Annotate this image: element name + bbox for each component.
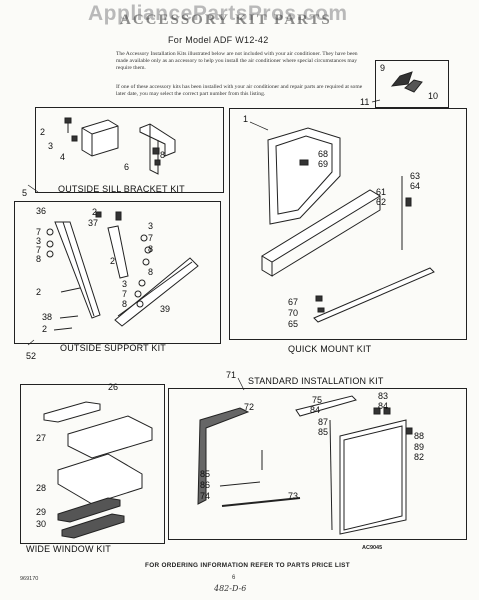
illustration-code: AC9045 — [362, 545, 383, 551]
part-number-26: 26 — [108, 382, 119, 392]
part-number-7: 7 — [36, 227, 42, 237]
part-number-85: 85 — [318, 427, 329, 437]
part-number-87: 87 — [318, 417, 329, 427]
part-number-3: 3 — [48, 141, 54, 151]
part-number-64: 64 — [410, 181, 421, 191]
part-number-10: 10 — [428, 91, 439, 101]
part-number-8: 8 — [122, 299, 128, 309]
part-number-7: 7 — [36, 245, 42, 255]
part-number-2: 2 — [40, 127, 46, 137]
part-number-30: 30 — [36, 519, 47, 529]
part-number-72: 72 — [244, 402, 255, 412]
part-number-36: 36 — [36, 206, 47, 216]
part-number-70: 70 — [288, 308, 299, 318]
part-number-2: 2 — [36, 287, 42, 297]
part-number-3: 3 — [36, 236, 42, 246]
part-number-11: 11 — [360, 97, 370, 107]
part-number-7: 7 — [148, 233, 154, 243]
kit-label-standard: STANDARD INSTALLATION KIT — [248, 376, 384, 386]
standard-kit-parts — [197, 395, 413, 535]
part-number-5: 5 — [22, 188, 28, 198]
part-number-39: 39 — [160, 304, 171, 314]
part-number-75: 75 — [312, 395, 323, 405]
part-number-37: 37 — [88, 218, 99, 228]
intro-paragraph-2: If one of these accessory kits has been … — [116, 84, 363, 97]
handwritten-note: 482-D-6 — [214, 584, 247, 593]
document-number: 969170 — [20, 576, 39, 582]
part-number-27: 27 — [36, 433, 47, 443]
leader-lines — [27, 99, 381, 391]
seal-detail-parts — [390, 71, 423, 93]
part-number-65: 65 — [288, 319, 299, 329]
part-number-9: 9 — [380, 63, 386, 73]
part-number-8: 8 — [148, 244, 154, 254]
page-number: 6 — [232, 575, 236, 581]
outside-support-kit-box — [14, 201, 221, 344]
ordering-footer: FOR ORDERING INFORMATION REFER TO PARTS … — [145, 562, 350, 569]
part-number-29: 29 — [36, 507, 47, 517]
part-number-63: 63 — [410, 171, 421, 181]
part-number-89: 89 — [414, 442, 425, 452]
part-number-85: 85 — [200, 469, 211, 479]
part-number-38: 38 — [42, 312, 53, 322]
part-number-3: 3 — [122, 279, 128, 289]
outside-sill-bracket-kit-box — [35, 107, 224, 193]
kit-label-wide-window: WIDE WINDOW KIT — [26, 544, 111, 554]
intro-paragraph-1: The Accessory Installation Kits illustra… — [116, 51, 358, 71]
quick-mount-parts — [261, 127, 435, 323]
part-number-68: 68 — [318, 149, 329, 159]
part-number-71: 71 — [226, 370, 237, 380]
part-number-8: 8 — [148, 267, 154, 277]
part-number-84: 84 — [310, 405, 321, 415]
part-number-3: 3 — [148, 221, 154, 231]
standard-installation-kit-box — [168, 388, 467, 540]
part-number-4: 4 — [60, 152, 66, 162]
support-parts — [46, 211, 199, 331]
part-number-82: 82 — [414, 452, 425, 462]
part-number-74: 74 — [200, 491, 211, 501]
part-number-28: 28 — [36, 483, 47, 493]
part-number-69: 69 — [318, 159, 329, 169]
part-number-52: 52 — [26, 351, 37, 361]
part-number-8: 8 — [160, 150, 166, 160]
sill-bracket-parts — [64, 117, 176, 175]
part-number-8: 8 — [36, 254, 42, 264]
kit-label-quick-mount: QUICK MOUNT KIT — [288, 344, 372, 354]
part-number-83: 83 — [378, 391, 389, 401]
model-subtitle: For Model ADF W12-42 — [168, 35, 269, 45]
part-number-2: 2 — [110, 256, 116, 266]
wide-window-parts — [43, 401, 153, 539]
wide-window-kit-box — [20, 384, 165, 544]
part-number-88: 88 — [414, 431, 425, 441]
part-number-62: 62 — [376, 197, 387, 207]
part-number-2: 2 — [42, 324, 48, 334]
window-seal-detail-box — [375, 60, 449, 108]
part-number-2: 2 — [92, 207, 98, 217]
part-number-86: 86 — [200, 480, 211, 490]
page-title: ACCESSORY KIT PARTS — [120, 12, 332, 28]
part-number-84: 84 — [378, 401, 389, 411]
kit-label-outside-sill: OUTSIDE SILL BRACKET KIT — [58, 184, 185, 194]
quick-mount-kit-box — [229, 108, 467, 340]
part-number-61: 61 — [376, 187, 387, 197]
part-number-67: 67 — [288, 297, 299, 307]
watermark-text: AppliancePartsPros.com — [88, 2, 348, 25]
part-number-73: 73 — [288, 491, 299, 501]
part-number-1: 1 — [243, 114, 249, 124]
kit-label-outside-support: OUTSIDE SUPPORT KIT — [60, 343, 166, 353]
part-number-7: 7 — [122, 289, 128, 299]
part-number-6: 6 — [124, 162, 130, 172]
